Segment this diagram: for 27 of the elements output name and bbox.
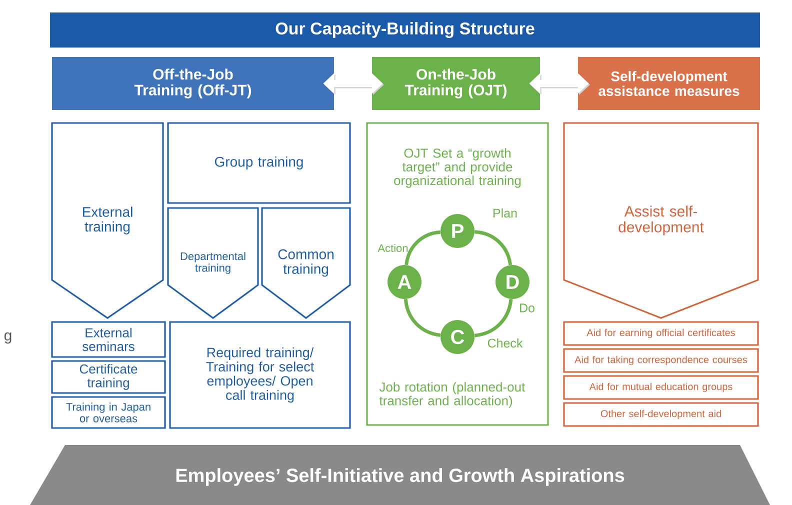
box: External seminars bbox=[51, 321, 166, 358]
cycle-arc bbox=[474, 230, 512, 266]
base-trapezoid: Employees’ Self-Initiative and Growth Aspirations bbox=[30, 445, 770, 505]
step-label: Action bbox=[378, 244, 408, 252]
chevron-box: Departmental training bbox=[167, 207, 259, 319]
box: Group training bbox=[167, 122, 351, 204]
cut-off-text: g bbox=[4, 332, 12, 344]
title-banner: Our Capacity-Building Structure bbox=[50, 12, 760, 48]
chevron-box: External training bbox=[51, 122, 164, 319]
step-label: Check bbox=[488, 338, 523, 348]
aid-box: Aid for mutual education groups bbox=[563, 375, 759, 400]
header-box: Self-development assistance measures bbox=[578, 57, 760, 110]
chevron-box: Assist self-development bbox=[563, 122, 759, 319]
chevron-box: Common training bbox=[261, 207, 351, 319]
header-box: On-the-Job Training (OJT) bbox=[372, 57, 540, 110]
aid-box: Aid for earning official certificates bbox=[563, 321, 759, 346]
aid-box: Other self-development aid bbox=[563, 402, 759, 427]
step-label: Do bbox=[520, 304, 534, 312]
cycle-arc bbox=[404, 230, 441, 266]
step-label: Plan bbox=[494, 208, 517, 218]
header-box: Off-the-Job Training (Off-JT) bbox=[52, 57, 334, 110]
box: Training in Japan or overseas bbox=[51, 396, 166, 429]
aid-box: Aid for taking correspondence courses bbox=[563, 348, 759, 373]
box: Certificate training bbox=[51, 360, 166, 394]
cycle-arc bbox=[404, 298, 441, 337]
cycle-arc bbox=[474, 298, 513, 338]
box: Required training/ Training for select employees/ Open call training bbox=[169, 321, 351, 429]
